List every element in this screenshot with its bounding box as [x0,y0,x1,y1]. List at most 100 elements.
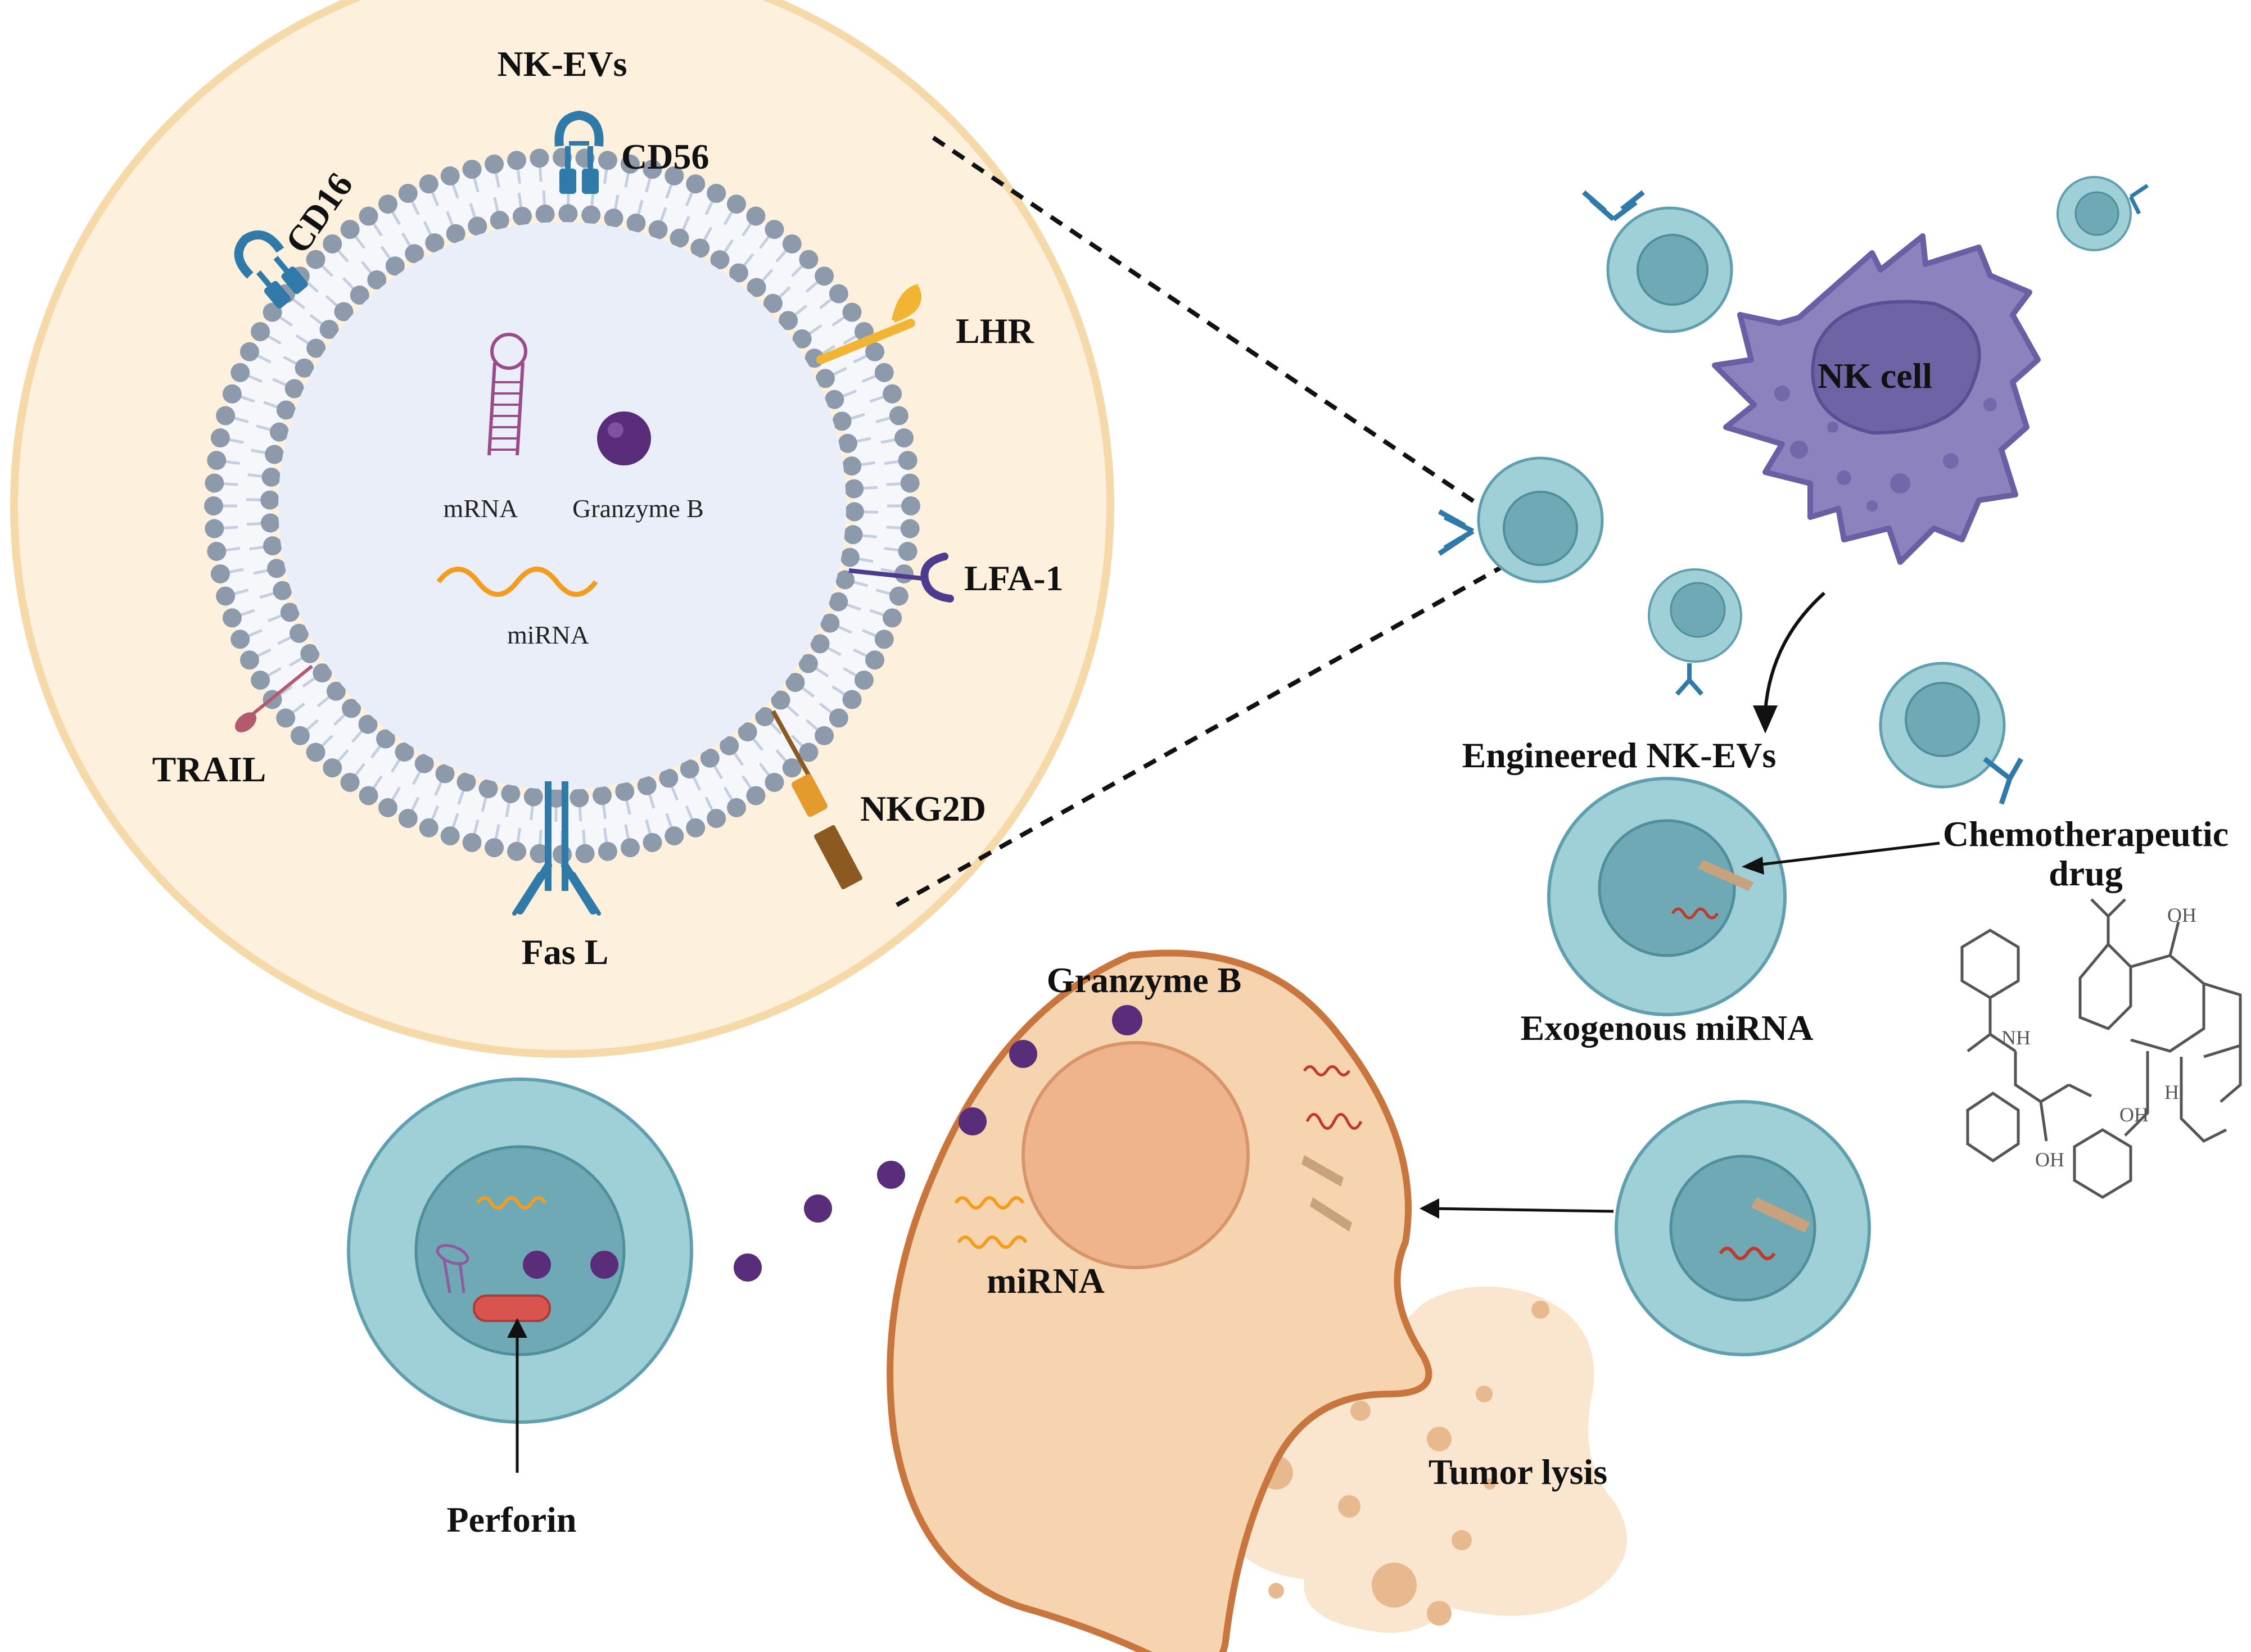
lipid-head [523,787,543,807]
nk-cell-icon [1712,233,2041,565]
mrna-hairpin-small [436,1244,469,1293]
lipid-head [205,519,224,538]
lipid-head [620,838,640,858]
tumor-drug-fragments [1301,1155,1352,1232]
lipid-head [207,451,227,470]
lipid-head [865,650,885,670]
arrow-to-tumor [1430,1207,1614,1213]
lipid-head [313,663,332,683]
lipid-head [340,220,360,239]
lipid-head [643,832,662,852]
lipid-head [323,234,342,254]
lipid-head [306,743,326,762]
lipid-head [889,586,908,606]
small-ev-zoom-target [1438,456,1604,583]
nk-cell-label: NK cell [1818,356,1932,396]
lipid-head [261,467,281,487]
lipid-head [280,603,300,622]
lipid-head [210,428,230,448]
lipid-head [680,759,699,779]
lipid-head [810,634,830,654]
lipid-head [842,302,862,322]
lipid-head [276,400,296,420]
lipid-head [815,266,834,286]
lipid-head [398,183,418,203]
lipid-head [462,160,482,179]
lipid-head [598,841,617,861]
lipid-head [765,772,784,792]
lipid-head [792,329,812,348]
lipid-head [829,284,848,304]
lipid-head [306,250,326,269]
lipid-head [620,154,640,174]
lipid-head [898,451,917,470]
chemo-label-line2: drug [2049,853,2123,893]
lipid-head [263,536,282,556]
lipid-head [485,838,504,858]
lipid-head [350,286,369,305]
lipid-head [727,194,746,214]
lipid-head [815,369,835,388]
lipid-head [546,788,566,808]
tumor-mirna-red [1303,1065,1363,1130]
lipid-head [284,379,304,399]
perforin-label: Perforin [447,1500,577,1540]
lipid-head [204,496,223,515]
lipid-head [558,204,578,224]
nkg2d-label: NKG2D [860,789,986,829]
lipid-head [440,166,460,185]
exogenous-mirna-icon [1671,907,1719,920]
chem-oh-2: OH [2167,904,2196,926]
lipid-head [251,322,270,341]
chem-oh-3: OH [2119,1103,2149,1126]
lipid-head [260,490,280,510]
engineered-label: Engineered NK-EVs [1462,735,1777,775]
lipid-head [771,690,790,710]
lipid-head [854,671,874,690]
ev-lumen [278,222,846,790]
lipid-head [419,818,439,838]
lipid-head [746,206,766,226]
small-ev-2 [2056,176,2149,251]
lipid-head [686,818,706,838]
lipid-head [829,708,848,728]
lipid-head [419,174,439,194]
lipid-head [782,758,802,778]
lipid-head [874,363,894,382]
lipid-head [210,564,230,583]
lipid-head [358,714,378,734]
lipid-head [222,384,242,404]
lipid-head [842,456,862,476]
lipid-head [376,729,395,749]
lipid-head [779,311,798,331]
lipid-head [569,788,589,808]
lfa1-receptor-icon [848,553,954,603]
lipid-head [900,473,920,493]
lipid-head [535,204,555,224]
lipid-head [340,772,360,792]
fasl-label: Fas L [522,932,609,972]
nkg2d-receptor-icon [771,710,862,890]
lipid-head [798,654,818,673]
lipid-head [276,708,296,728]
lipid-head [670,228,689,248]
lipid-head [462,832,482,852]
lipid-head [398,809,418,829]
lipid-head [894,428,914,448]
chemo-label-line1: Chemotherapeutic [1943,814,2229,854]
lipid-head [359,206,378,226]
mrna-label: mRNA [444,494,518,523]
lipid-head [446,224,465,243]
tumor-nucleus [1021,1041,1250,1269]
drug-icon [1698,860,1754,891]
lipid-head [729,263,749,283]
lipid-head [763,293,783,313]
lipid-head [727,798,746,817]
lipid-head [901,496,920,515]
lipid-head [306,338,326,358]
lipid-head [334,302,354,322]
lipid-head [900,519,920,538]
lipid-head [239,650,259,670]
lipid-head [222,608,242,628]
lipid-head [665,826,684,846]
